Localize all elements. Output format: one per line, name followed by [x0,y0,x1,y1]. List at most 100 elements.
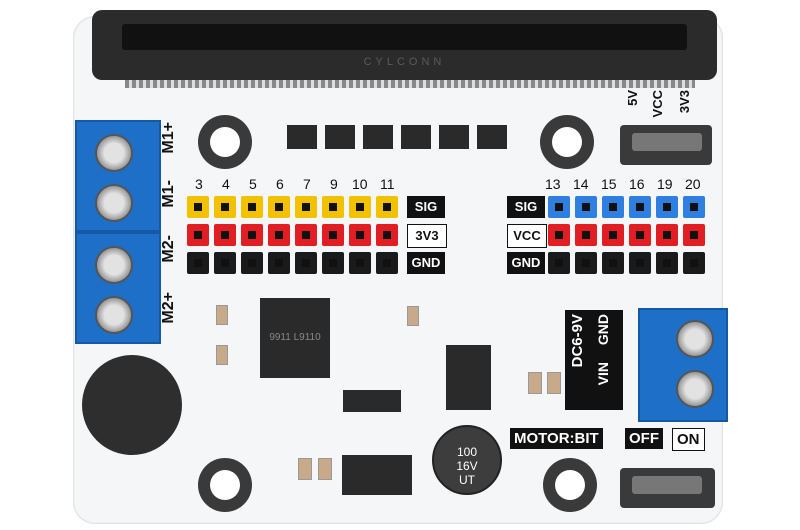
header-pin[interactable] [683,252,705,274]
header-pin[interactable] [268,224,290,246]
header-pin[interactable] [214,224,236,246]
header-pin[interactable] [548,196,570,218]
gnd-row-right [548,252,705,274]
header-pin[interactable] [187,252,209,274]
header-pin[interactable] [602,224,624,246]
smd-resistor [216,305,228,325]
header-pin[interactable] [575,224,597,246]
pin-number: 7 [303,176,311,192]
header-pin[interactable] [241,252,263,274]
header-pin[interactable] [548,224,570,246]
header-pin[interactable] [322,196,344,218]
brand-label: CYLCONN [363,56,446,68]
header-pin[interactable] [322,224,344,246]
header-pin[interactable] [187,224,209,246]
screw-icon[interactable] [95,246,133,284]
voltage-regulator [446,345,491,410]
header-pin[interactable] [214,252,236,274]
header-pin[interactable] [214,196,236,218]
label-3v3-left: 3V3 [407,224,447,248]
pin-number: 20 [685,176,701,192]
connector-pins [125,80,695,88]
header-pin[interactable] [295,196,317,218]
label-vcc: VCC [650,90,665,118]
header-pin[interactable] [241,196,263,218]
header-pin[interactable] [295,224,317,246]
header-pin[interactable] [376,252,398,274]
header-pin[interactable] [241,224,263,246]
mounting-hole [543,458,597,512]
power-label-block: DC6-9V GND VIN [565,310,623,410]
header-pin[interactable] [656,252,678,274]
diode [343,390,401,412]
header-pin[interactable] [683,224,705,246]
transistor [325,125,355,149]
label-dc: DC6-9V [569,314,586,368]
header-pin[interactable] [349,224,371,246]
label-m2-minus: M2- [160,235,177,263]
pin-number: 11 [380,176,395,192]
label-5v: 5V [625,90,640,106]
header-pin[interactable] [295,252,317,274]
pin-number: 5 [249,176,257,192]
header-pin[interactable] [268,196,290,218]
label-vcc-right: VCC [507,224,547,248]
capacitor-label: 100 16V UT [456,445,478,487]
header-pin[interactable] [349,196,371,218]
header-pin[interactable] [376,224,398,246]
screw-icon[interactable] [676,370,714,408]
transistor [287,125,317,149]
buzzer [82,355,182,455]
3v3-row-left [187,224,398,246]
motor2-terminal[interactable] [75,232,161,344]
label-gnd-power: GND [595,314,611,346]
header-pin[interactable] [602,252,624,274]
label-gnd-right: GND [507,252,545,274]
on-label: ON [672,428,705,451]
label-3v3: 3V3 [677,90,692,114]
mounting-hole [540,115,594,169]
header-pin[interactable] [629,196,651,218]
header-pin[interactable] [629,252,651,274]
power-select-switch[interactable] [620,125,712,165]
smd-resistor [216,345,228,365]
pin-number: 13 [545,176,561,192]
mounting-hole [198,458,252,512]
header-pin[interactable] [268,252,290,274]
pin-number: 19 [657,176,673,192]
header-pin[interactable] [187,196,209,218]
header-pin[interactable] [656,224,678,246]
pin-number: 10 [352,176,368,192]
header-pin[interactable] [575,252,597,274]
header-pin[interactable] [322,252,344,274]
smd-capacitor [547,372,561,394]
screw-icon[interactable] [676,320,714,358]
header-pin[interactable] [602,196,624,218]
header-pin[interactable] [575,196,597,218]
pin-number: 3 [195,176,203,192]
label-m1-minus: M1- [160,180,177,208]
screw-icon[interactable] [95,296,133,334]
edge-connector-opening [122,24,687,50]
pin-number: 14 [573,176,589,192]
header-pin[interactable] [683,196,705,218]
power-terminal[interactable] [638,308,728,422]
pin-number: 15 [601,176,617,192]
gnd-row-left [187,252,398,274]
power-switch[interactable] [620,468,715,508]
header-pin[interactable] [548,252,570,274]
motor1-terminal[interactable] [75,120,161,232]
screw-icon[interactable] [95,134,133,172]
smd-resistor [407,306,419,326]
voltage-regulator [342,455,412,495]
pin-number: 9 [330,176,338,192]
electrolytic-capacitor: 100 16V UT [432,425,502,495]
transistor [363,125,393,149]
header-pin[interactable] [376,196,398,218]
header-pin[interactable] [349,252,371,274]
mounting-hole [198,115,252,169]
pin-number: 16 [629,176,645,192]
header-pin[interactable] [629,224,651,246]
screw-icon[interactable] [95,184,133,222]
header-pin[interactable] [656,196,678,218]
